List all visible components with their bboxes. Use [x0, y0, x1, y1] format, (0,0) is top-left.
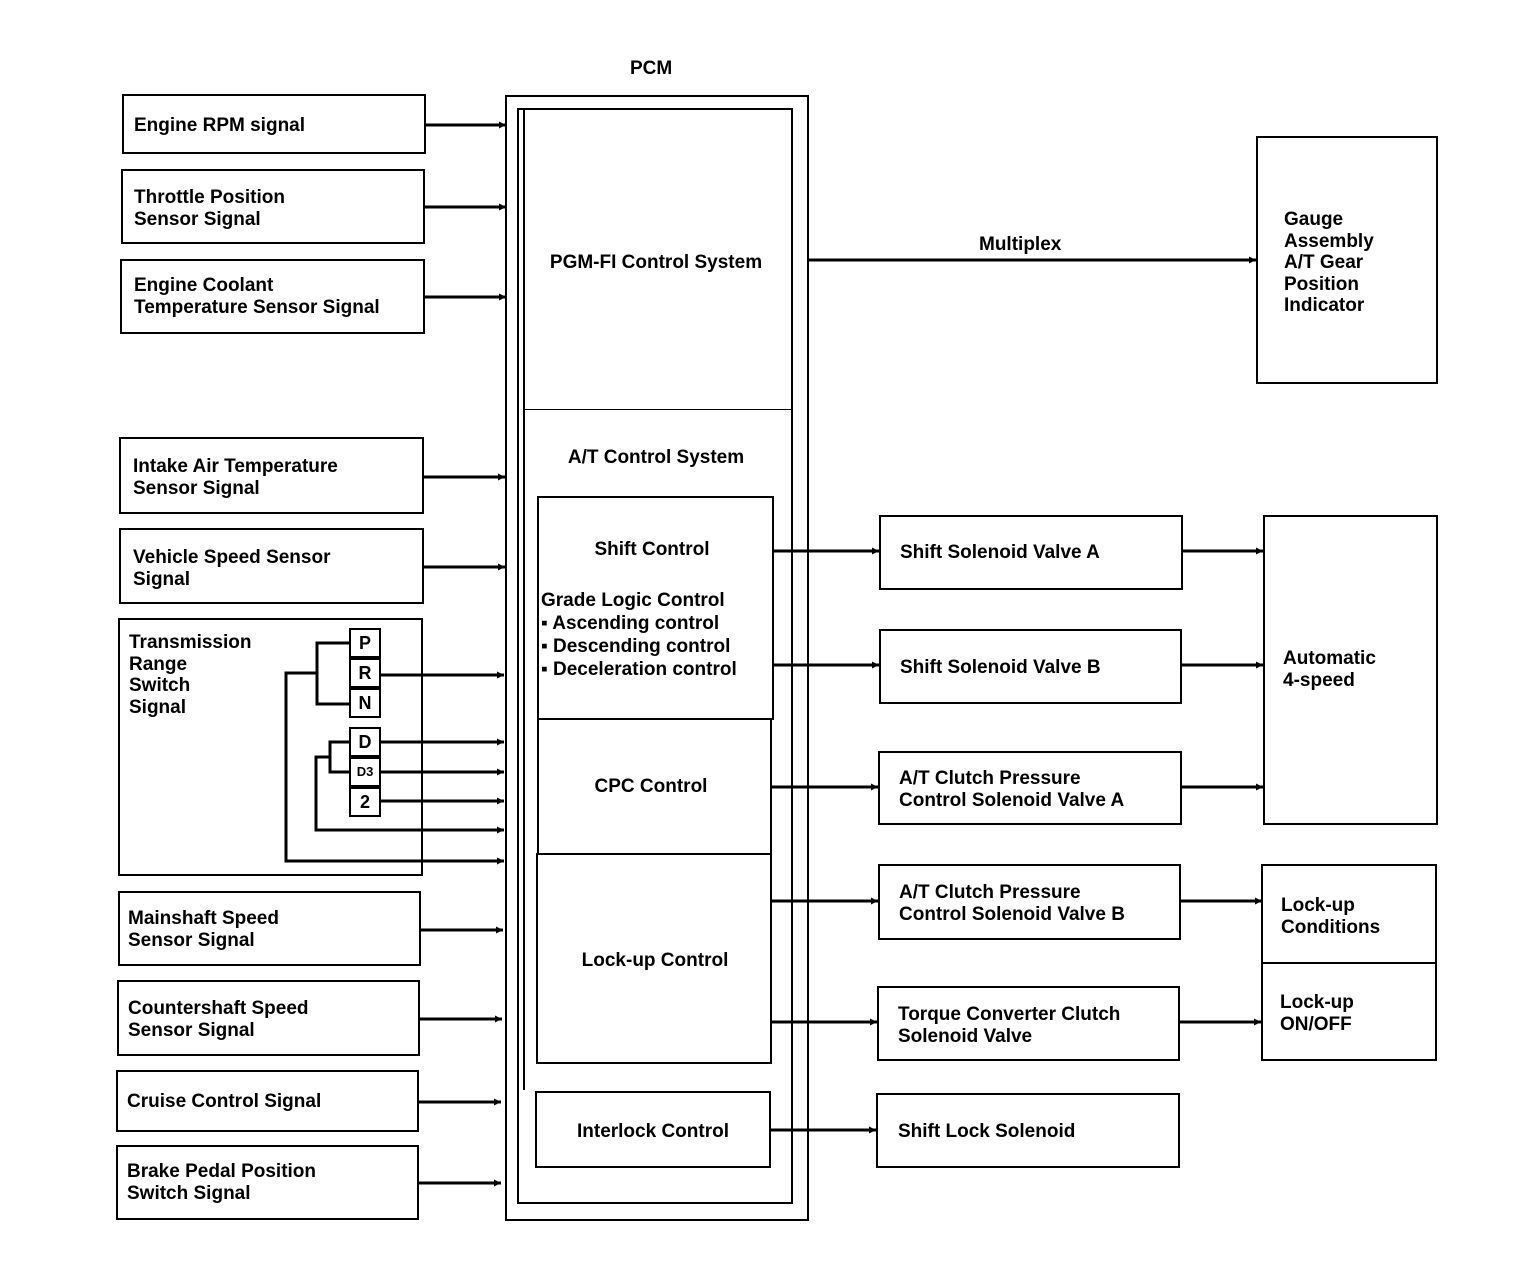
input-label: Cruise Control Signal [127, 1091, 322, 1112]
input-label: Intake Air Temperature Sensor Signal [133, 456, 338, 499]
gauge-assembly-label: Gauge Assembly A/T Gear Position Indicat… [1284, 209, 1374, 316]
output-torque-converter-clutch [877, 986, 1180, 1061]
interlock-control-label: Interlock Control [576, 1121, 729, 1142]
pcm-inner-box [517, 108, 793, 1204]
output-label: Torque Converter Clutch Solenoid Valve [898, 1004, 1121, 1047]
range-switch-p: P [349, 628, 381, 658]
lockup-conditions-label: Lock-up Conditions [1281, 895, 1381, 938]
at-control-box [523, 410, 793, 1090]
gauge-assembly-box [1256, 136, 1438, 384]
lockup-divider [1261, 962, 1437, 964]
lockup-control-label: Lock-up Control [581, 950, 729, 971]
shift-control-label: Shift Control [594, 539, 710, 560]
input-label: Engine RPM signal [134, 115, 306, 136]
output-label: Shift Solenoid Valve A [900, 542, 1100, 563]
input-label: Brake Pedal Position Switch Signal [127, 1161, 317, 1204]
output-label: A/T Clutch Pressure Control Solenoid Val… [899, 882, 1125, 925]
grade-logic-item: ▪ Ascending control [541, 613, 720, 634]
input-label: Vehicle Speed Sensor Signal [133, 547, 331, 590]
automatic-4speed-box [1263, 515, 1438, 825]
output-clutch-pressure-b [878, 864, 1181, 940]
input-label: Mainshaft Speed Sensor Signal [128, 908, 279, 951]
pgmfi-control-label: PGM-FI Control System [549, 252, 763, 273]
range-switch-2: 2 [349, 787, 381, 817]
interlock-control-box [535, 1091, 771, 1168]
input-mainshaft-speed [118, 891, 421, 966]
grade-logic-item: ▪ Descending control [541, 636, 731, 657]
input-engine-rpm [122, 94, 426, 154]
grade-logic-title: Grade Logic Control [541, 590, 725, 611]
input-label: Throttle Position Sensor Signal [134, 187, 285, 230]
multiplex-label: Multiplex [979, 234, 1062, 255]
output-label: A/T Clutch Pressure Control Solenoid Val… [899, 768, 1125, 811]
output-shift-lock-solenoid [876, 1093, 1180, 1168]
output-label: Shift Solenoid Valve B [900, 657, 1101, 678]
output-clutch-pressure-a [878, 751, 1182, 825]
input-label: Engine Coolant Temperature Sensor Signal [134, 275, 380, 318]
range-switch-n: N [349, 688, 381, 718]
input-countershaft-speed [117, 980, 420, 1056]
output-shift-solenoid-b [879, 629, 1182, 704]
input-engine-coolant [120, 259, 425, 334]
input-cruise-control [116, 1070, 419, 1132]
range-switch-d: D [349, 727, 381, 757]
input-brake-pedal [116, 1145, 419, 1220]
input-transmission-range [118, 618, 423, 876]
input-label: Transmission Range Switch Signal [129, 632, 252, 718]
pcm-title: PCM [630, 58, 673, 79]
output-label: Shift Lock Solenoid [898, 1121, 1076, 1142]
pgmfi-control-box [523, 110, 793, 410]
lockup-onoff-label: Lock-up ON/OFF [1280, 992, 1354, 1035]
input-label: Countershaft Speed Sensor Signal [128, 998, 309, 1041]
input-intake-air [119, 437, 424, 514]
at-control-label: A/T Control System [567, 447, 745, 468]
range-switch-d3: D3 [349, 757, 381, 787]
input-throttle-position [121, 169, 425, 244]
pcm-outer-box [505, 95, 809, 1221]
cpc-control-label: CPC Control [594, 776, 708, 797]
range-switch-r: R [349, 658, 381, 688]
grade-logic-item: ▪ Deceleration control [541, 659, 737, 680]
output-shift-solenoid-a [879, 515, 1183, 590]
input-vehicle-speed [119, 528, 424, 604]
automatic-4speed-label: Automatic 4-speed [1283, 648, 1376, 691]
lockup-control-box [536, 853, 772, 1064]
